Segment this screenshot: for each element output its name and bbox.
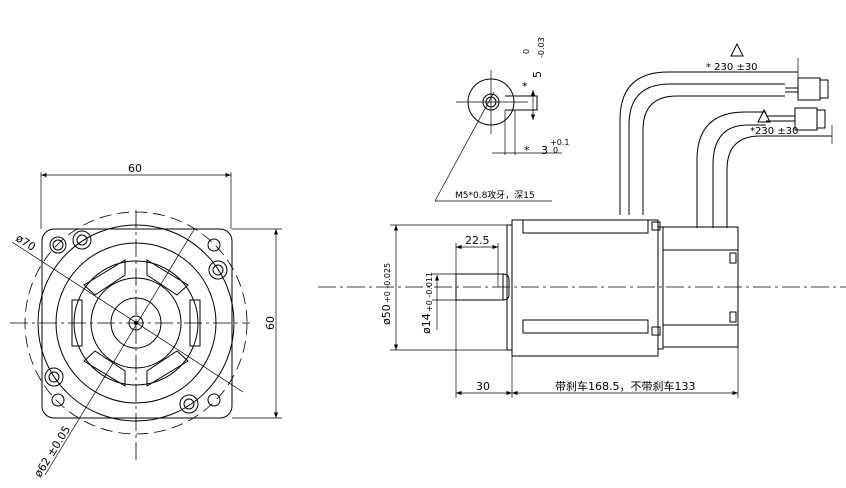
warning-icon — [757, 108, 771, 123]
pcd-circle — [37, 224, 235, 422]
vent-slots — [71, 259, 201, 387]
svg-text:+0.1: +0.1 — [550, 138, 569, 147]
shaft-length-label: 30 — [476, 380, 490, 393]
outer-dia-circle — [24, 211, 248, 435]
cables: * 230 ±30 *230 ±30 — [619, 42, 833, 228]
svg-text:*: * — [522, 80, 528, 93]
body-length-label: 带刹车168.5，不带刹车133 — [555, 379, 696, 393]
svg-text:-0.03: -0.03 — [537, 37, 546, 58]
svg-text:0: 0 — [553, 146, 558, 155]
key-depth-label: 3 — [541, 144, 548, 157]
shaft-detail-view: 5 0 -0.03 * * 3 +0.1 0 M5*0.8攻牙，深15 — [434, 37, 569, 202]
front-view: 60 60 ø70 ø62 ±0.05 — [10, 162, 282, 480]
svg-text:+0 -0.025: +0 -0.025 — [383, 263, 392, 303]
shaft-dia-label: ø14 — [420, 313, 433, 334]
svg-text:*: * — [524, 144, 530, 157]
mounting-holes — [44, 230, 228, 414]
cable2-length: *230 ±30 — [750, 126, 798, 137]
svg-text:0: 0 — [522, 49, 531, 54]
svg-text:+0 -0.011: +0 -0.011 — [425, 272, 434, 312]
cable1-length: * 230 ±30 — [706, 62, 758, 73]
key-width-label: 5 — [531, 71, 544, 78]
flange-dia-label: ø50 — [380, 304, 393, 325]
warning-icon — [730, 42, 744, 57]
flange-square — [41, 228, 233, 419]
connector-1 — [797, 77, 821, 101]
width-dim-label: 60 — [128, 162, 142, 175]
motor-body — [511, 219, 659, 357]
dia62-leader — [44, 227, 196, 476]
thread-note: M5*0.8攻牙，深15 — [455, 189, 535, 201]
dia70-leader — [11, 241, 244, 393]
key-length-label: 22.5 — [465, 234, 490, 247]
height-dim-label: 60 — [264, 316, 277, 330]
encoder-housing — [662, 226, 739, 348]
side-view: 22.5 ø50 +0 -0.025 ø14 +0 -0.011 30 带刹车1… — [318, 219, 846, 398]
dia62-label: ø62 ±0.05 — [32, 424, 74, 480]
